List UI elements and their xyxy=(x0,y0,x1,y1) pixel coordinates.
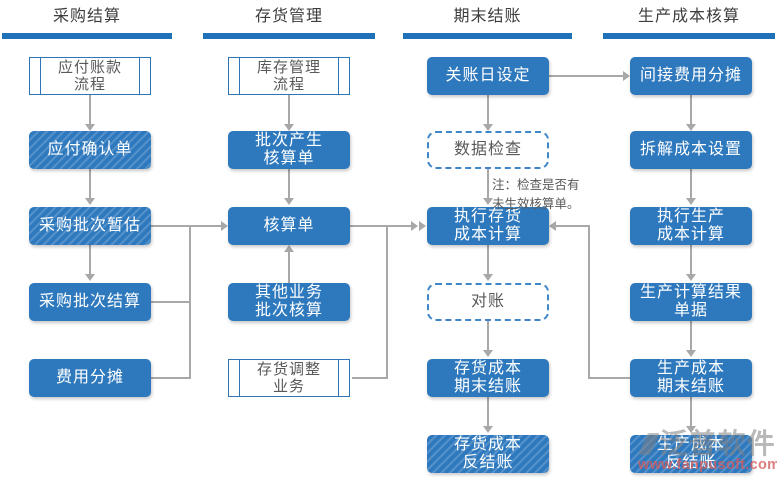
node-ap-flow: 应付账款 流程 xyxy=(29,57,151,95)
column-header-production: 生产成本核算 xyxy=(603,6,775,39)
arrowhead-down-icon xyxy=(85,274,95,281)
node-run-inventory-cost: 执行存货 成本计算 xyxy=(427,207,549,245)
arrowhead-down-icon xyxy=(686,350,696,357)
arrowhead-right-icon xyxy=(411,221,418,231)
arrowhead-down-icon xyxy=(483,350,493,357)
node-split-setup: 拆解成本设置 xyxy=(630,131,752,169)
column-underline-purchase xyxy=(2,33,172,39)
column-title-production: 生产成本核算 xyxy=(637,8,740,25)
column-underline-inventory xyxy=(203,33,375,39)
column-header-inventory: 存货管理 xyxy=(203,6,375,39)
arrowhead-down-icon xyxy=(686,124,696,131)
arrowhead-down-icon xyxy=(483,124,493,131)
connector-invflow-to-batchgen xyxy=(288,95,290,124)
node-indirect-alloc: 间接费用分摊 xyxy=(630,57,752,95)
watermark-brand: 泛普软件 xyxy=(637,428,777,459)
node-expense-alloc: 费用分摊 xyxy=(29,359,151,397)
connector-acctdoc-to-runinvcost xyxy=(350,225,411,227)
arrowhead-up-icon xyxy=(284,245,294,252)
connector-estimate-to-settle xyxy=(89,245,91,274)
arrowhead-down-icon xyxy=(483,198,493,205)
node-run-production-cost: 执行生产 成本计算 xyxy=(630,207,752,245)
watermark-brand-text: 泛普软件 xyxy=(659,428,776,459)
arrowhead-down-icon xyxy=(686,198,696,205)
node-purchase-settle: 采购批次结算 xyxy=(29,283,151,321)
node-inventory-close: 存货成本 期末结账 xyxy=(427,359,549,397)
connector-batchgen-to-acctdoc xyxy=(288,169,290,198)
connector-result-to-prodclose xyxy=(690,321,692,350)
connector-recon-to-invclose xyxy=(487,321,489,350)
node-data-check: 数据检查 xyxy=(427,131,549,169)
connector-estimate-stub xyxy=(151,225,189,227)
node-accounting-doc: 核算单 xyxy=(228,207,350,245)
arrowhead-down-icon xyxy=(483,274,493,281)
arrowhead-left-icon xyxy=(549,221,556,231)
connector-indirect-to-splitsetup xyxy=(690,95,692,124)
connector-settle-stub xyxy=(151,301,189,303)
column-title-closing: 期末结账 xyxy=(453,8,522,25)
connector-feedback-trunk xyxy=(588,225,590,379)
arrowhead-down-icon xyxy=(483,426,493,433)
column-title-inventory: 存货管理 xyxy=(254,8,323,25)
connector-closingdate-to-datacheck xyxy=(487,95,489,124)
arrowhead-right-icon xyxy=(221,221,228,231)
node-production-reverse: 生产成本 反结账 xyxy=(630,435,752,473)
column-header-closing: 期末结账 xyxy=(403,6,572,39)
arrowhead-down-icon xyxy=(284,124,294,131)
connector-runprodcost-to-result xyxy=(690,245,692,274)
node-inventory-flow: 库存管理 流程 xyxy=(228,57,350,95)
arrowhead-down-icon xyxy=(85,124,95,131)
node-batch-generate: 批次产生 核算单 xyxy=(228,131,350,169)
connector-trunk-to-acctdoc xyxy=(191,225,221,227)
connector-prodclose-stub xyxy=(590,377,630,379)
node-inventory-reverse: 存货成本 反结账 xyxy=(427,435,549,473)
arrowhead-down-icon xyxy=(686,426,696,433)
watermark-url: www.fanpusoft.com xyxy=(638,457,777,473)
node-ap-confirm: 应付确认单 xyxy=(29,131,151,169)
connector-confirm-to-estimate xyxy=(89,169,91,198)
column-title-purchase: 采购结算 xyxy=(52,8,121,25)
connector-prodclose-to-prodreverse xyxy=(690,397,692,426)
connector-ap-flow-to-confirm xyxy=(89,95,91,124)
connector-datacheck-to-runinvcost xyxy=(487,169,489,198)
arrowhead-right-icon xyxy=(419,221,426,231)
arrowhead-down-icon xyxy=(686,274,696,281)
node-production-result: 生产计算结果 单据 xyxy=(630,283,752,321)
node-reconciliation: 对账 xyxy=(427,283,549,321)
connector-invadjust-stub xyxy=(352,377,386,379)
column-underline-closing xyxy=(403,33,572,39)
node-purchase-estimate: 采购批次暂估 xyxy=(29,207,151,245)
node-closing-date: 关账日设定 xyxy=(427,57,549,95)
connector-invclose-to-invreverse xyxy=(487,397,489,426)
connector-feedback-to-runinvcost xyxy=(556,225,588,227)
connector-invadjust-trunk xyxy=(386,225,388,379)
arrowhead-down-icon xyxy=(284,198,294,205)
connector-purchase-trunk xyxy=(189,225,191,379)
column-underline-production xyxy=(603,33,775,39)
node-inventory-adjust: 存货调整 业务 xyxy=(228,359,350,397)
connector-expense-stub xyxy=(151,377,189,379)
watermark-logo-icon xyxy=(637,433,660,455)
arrowhead-right-icon xyxy=(623,71,630,81)
connector-splitsetup-to-runprodcost xyxy=(690,169,692,198)
watermark: 泛普软件 www.fanpusoft.com xyxy=(637,428,777,473)
node-production-close: 生产成本 期末结账 xyxy=(630,359,752,397)
node-other-batch: 其他业务 批次核算 xyxy=(228,283,350,321)
arrowhead-down-icon xyxy=(85,198,95,205)
column-header-purchase: 采购结算 xyxy=(2,6,172,39)
connector-runinvcost-to-recon xyxy=(487,245,489,274)
check-note: 注：检查是否有 未生效核算单。 xyxy=(492,178,580,211)
connector-closingdate-to-indirect xyxy=(549,75,623,77)
connector-otherbatch-to-acctdoc xyxy=(288,252,290,283)
